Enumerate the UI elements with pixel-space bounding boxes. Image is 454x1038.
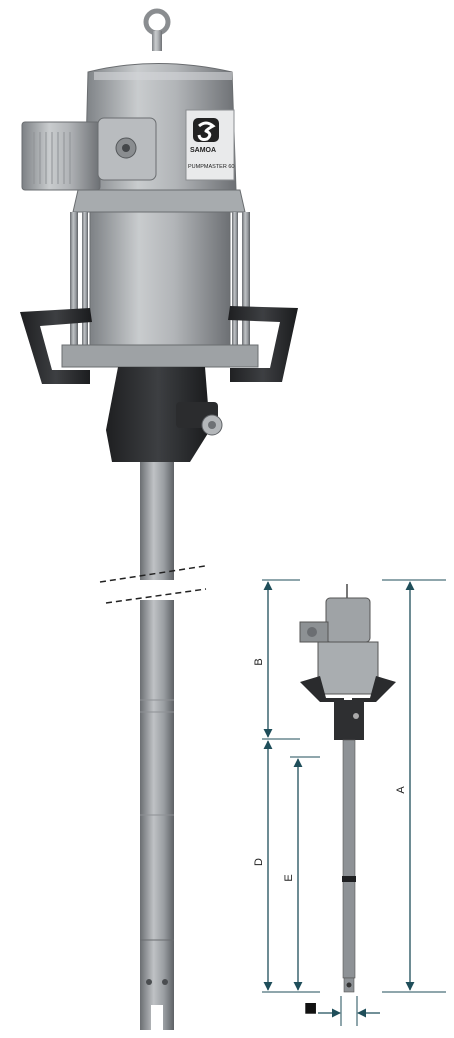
dimension-diagram: A B D E ■	[253, 579, 446, 1026]
eye-bolt	[143, 8, 171, 51]
samoa-logo-icon	[193, 118, 219, 142]
motor-housing: SAMOA PUMPMASTER 60	[21, 63, 237, 191]
brand-text: SAMOA	[190, 147, 216, 154]
pump-tube	[140, 462, 174, 1030]
tube-break-lines	[99, 565, 207, 604]
dimension-label-a: A	[395, 786, 407, 794]
outlet-manifold	[106, 367, 223, 462]
carry-handles	[20, 306, 298, 384]
air-cylinder	[70, 211, 250, 352]
model-badge: PUMPMASTER 60	[188, 164, 234, 170]
pump-photo: SAMOA PUMPMASTER 60	[20, 8, 298, 1030]
dimension-label-e: E	[283, 874, 295, 881]
pump-diagram-icon	[299, 584, 396, 993]
dimension-label-b: B	[253, 658, 265, 665]
dimension-label-d: D	[253, 858, 265, 866]
diameter-square-marker: ■	[304, 1000, 317, 1016]
